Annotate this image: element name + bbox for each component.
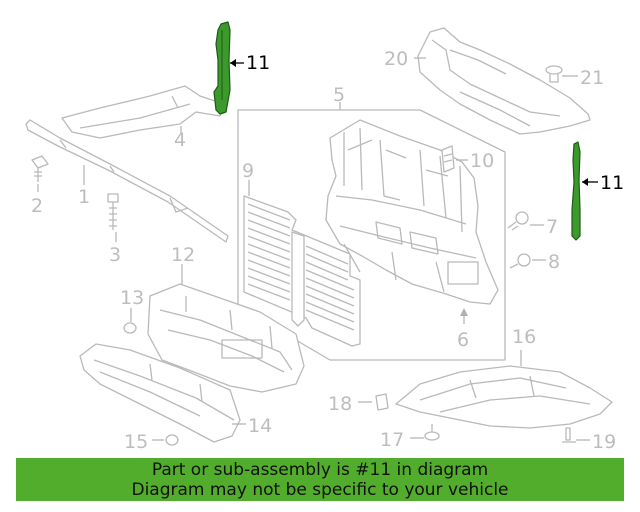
info-banner: Part or sub-assembly is #11 in diagram D… — [16, 458, 624, 501]
part-4-tie-bar — [61, 85, 225, 139]
part-2-bolt — [31, 155, 49, 192]
callout-2: 2 — [31, 195, 43, 217]
callout-5: 5 — [333, 84, 345, 106]
callout-15: 15 — [124, 431, 148, 453]
callout-17: 17 — [380, 429, 404, 451]
part-9-condenser — [243, 180, 361, 347]
callout-11-left: 11 — [246, 52, 270, 74]
part-10-clip — [441, 145, 468, 173]
callout-8: 8 — [548, 251, 560, 273]
banner-line-1: Part or sub-assembly is #11 in diagram — [151, 460, 489, 480]
callout-20: 20 — [384, 48, 408, 70]
part-14-deflector — [79, 343, 246, 443]
callout-19: 19 — [592, 431, 616, 453]
part-13-pin — [123, 308, 137, 334]
part-3-bolt — [107, 193, 119, 242]
part-20-shield — [414, 27, 591, 135]
part-5-radiator-support — [325, 119, 499, 305]
part-16-splash-shield — [395, 350, 613, 429]
callout-1: 1 — [78, 186, 90, 208]
banner-line-2: Diagram may not be specific to your vehi… — [131, 480, 509, 500]
part-19-pin — [562, 427, 590, 443]
part-11-right-highlight — [571, 141, 598, 241]
callout-3: 3 — [109, 244, 121, 266]
part-15-pin — [152, 434, 179, 446]
callout-12: 12 — [171, 244, 195, 266]
part-1-rail — [25, 119, 229, 243]
part-7-fastener — [507, 211, 544, 231]
callout-13: 13 — [120, 287, 144, 309]
part-18-nut — [358, 393, 389, 411]
callout-11-right: 11 — [600, 172, 624, 194]
callout-6: 6 — [457, 329, 469, 351]
part-6-marker — [460, 308, 468, 324]
callout-16: 16 — [512, 326, 536, 348]
part-17-bolt — [410, 424, 440, 441]
callout-18: 18 — [328, 393, 352, 415]
part-21-pin — [545, 65, 578, 83]
part-11-left-highlight — [213, 21, 244, 115]
callout-9: 9 — [242, 160, 254, 182]
callout-7: 7 — [546, 216, 558, 238]
diagram-svg: 1 2 3 4 11 5 — [25, 21, 624, 453]
callout-14: 14 — [248, 415, 272, 437]
callout-21: 21 — [580, 67, 604, 89]
callout-10: 10 — [470, 150, 494, 172]
callout-4: 4 — [174, 129, 186, 151]
part-8-fastener — [509, 253, 546, 269]
part-12-duct — [147, 264, 305, 393]
